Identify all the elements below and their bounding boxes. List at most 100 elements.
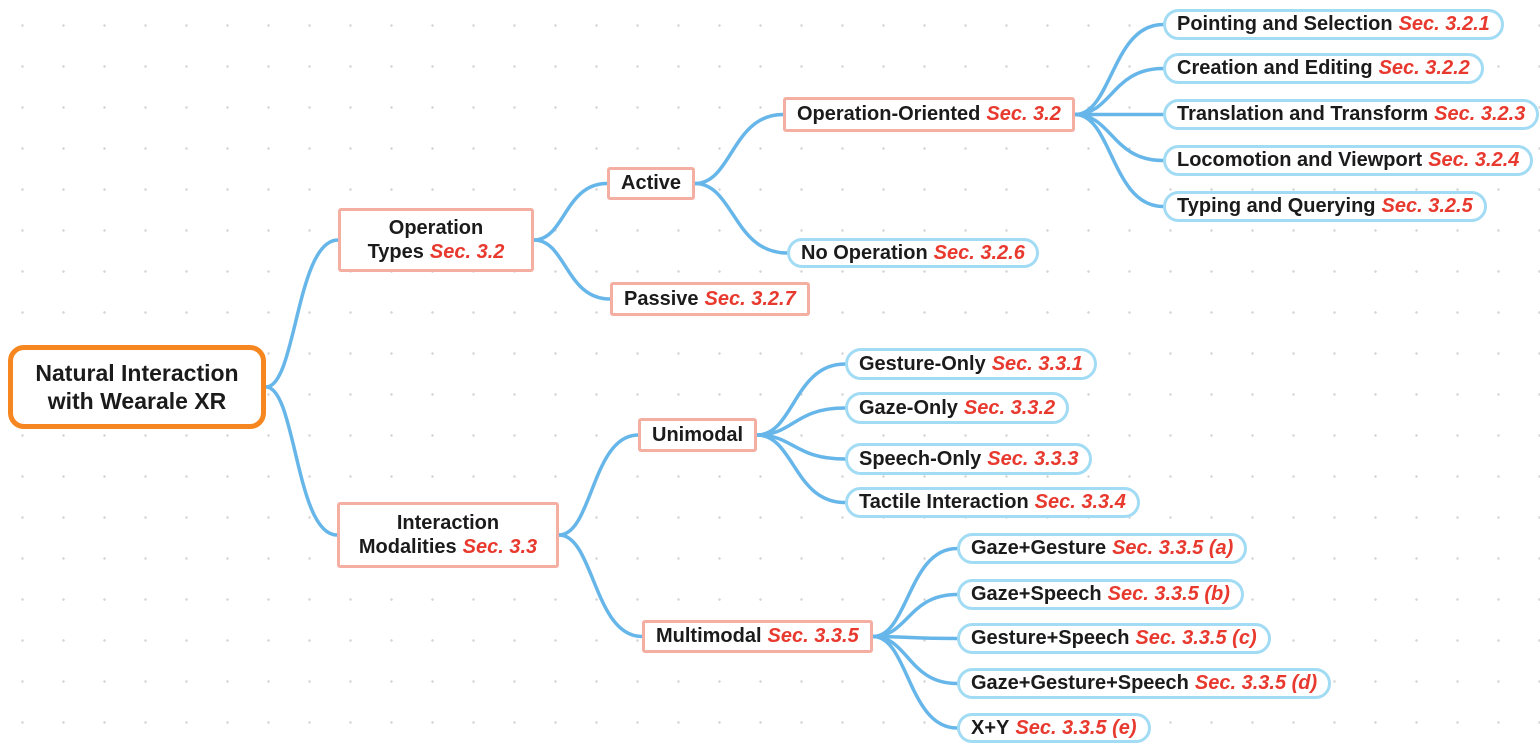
node-section-ref: Sec. 3.3.5 (e) — [1015, 716, 1137, 739]
node-label: Operation-Oriented — [797, 103, 981, 126]
node-section-ref: Sec. 3.3.5 — [767, 625, 859, 648]
edge-multimodal-x_y — [871, 634, 959, 730]
edge-operation_types-active — [532, 181, 609, 242]
node-label: Gaze+Gesture — [971, 537, 1107, 560]
node-section-ref: Sec. 3.3.1 — [991, 352, 1083, 375]
edge-operation_oriented-typing_querying — [1073, 112, 1165, 209]
node-label: Speech-Only — [859, 447, 982, 470]
node-label: Translation and Transform — [1177, 103, 1429, 126]
edge-interaction_modalities-multimodal — [557, 533, 644, 639]
node-section-ref: Sec. 3.2.3 — [1434, 103, 1526, 126]
node-label: X+Y — [971, 716, 1010, 739]
node-label: Creation and Editing — [1177, 57, 1373, 80]
node-active: Active — [607, 167, 696, 200]
node-section-ref: Sec. 3.3 — [462, 536, 538, 558]
edge-active-no_operation — [693, 181, 789, 255]
edge-root-interaction_modalities — [264, 385, 339, 537]
node-unimodal: Unimodal — [638, 418, 758, 452]
node-section-ref: Sec. 3.3.4 — [1034, 491, 1126, 514]
node-section-ref: Sec. 3.2 — [986, 103, 1061, 126]
node-text: Active — [621, 171, 681, 195]
node-label: Gesture+Speech — [971, 627, 1130, 650]
node-text: Unimodal — [652, 423, 743, 447]
node-label: Typing and Querying — [1177, 195, 1376, 218]
node-section-ref: Sec. 3.2 — [429, 241, 505, 263]
node-section-ref: Sec. 3.3.5 (d) — [1194, 672, 1318, 695]
node-label: Pointing and Selection — [1177, 13, 1393, 36]
node-section-ref: Sec. 3.2.6 — [933, 241, 1025, 264]
node-section-ref: Sec. 3.2.4 — [1428, 149, 1520, 172]
node-label: Gaze+Speech — [971, 583, 1102, 606]
node-text: Natural Interaction with Wearale XR — [35, 359, 238, 415]
node-label: Locomotion and Viewport — [1177, 149, 1423, 172]
node-label: Gaze-Only — [859, 396, 958, 419]
edge-operation_oriented-pointing_selection — [1073, 22, 1165, 117]
node-label: Passive — [624, 287, 699, 310]
edge-operation_types-passive — [532, 238, 612, 301]
edge-operation_oriented-locomotion_viewport — [1073, 112, 1165, 163]
node-label: Active — [621, 172, 682, 195]
node-section-ref: Sec. 3.3.3 — [987, 447, 1079, 470]
node-section-ref: Sec. 3.3.5 (c) — [1135, 627, 1257, 650]
node-label: Multimodal — [656, 625, 762, 648]
node-section-ref: Sec. 3.3.5 (a) — [1112, 537, 1234, 560]
node-label: Gesture-Only — [859, 352, 986, 375]
edge-multimodal-gaze_gesture — [871, 546, 959, 639]
edge-unimodal-gesture_only — [755, 362, 847, 437]
edge-multimodal-gaze_gesture_speech — [871, 634, 959, 686]
node-label: Interaction Modalities — [358, 511, 500, 558]
edge-root-operation_types — [264, 238, 340, 389]
node-label: Unimodal — [652, 423, 744, 446]
node-label: Natural Interaction with Wearale XR — [35, 359, 239, 414]
node-section-ref: Sec. 3.2.7 — [704, 287, 796, 310]
node-section-ref: Sec. 3.2.5 — [1381, 195, 1473, 218]
node-root: Natural Interaction with Wearale XR — [8, 345, 266, 429]
node-label: Gaze+Gesture+Speech — [971, 672, 1189, 695]
node-label: Tactile Interaction — [859, 491, 1029, 514]
edge-interaction_modalities-unimodal — [557, 433, 640, 537]
node-section-ref: Sec. 3.3.5 (b) — [1107, 583, 1230, 606]
edge-unimodal-tactile_interaction — [755, 433, 847, 505]
node-section-ref: Sec. 3.3.2 — [963, 396, 1056, 419]
edge-operation_oriented-creation_editing — [1073, 66, 1165, 117]
node-section-ref: Sec. 3.2.1 — [1398, 13, 1490, 36]
node-section-ref: Sec. 3.2.2 — [1378, 57, 1470, 80]
